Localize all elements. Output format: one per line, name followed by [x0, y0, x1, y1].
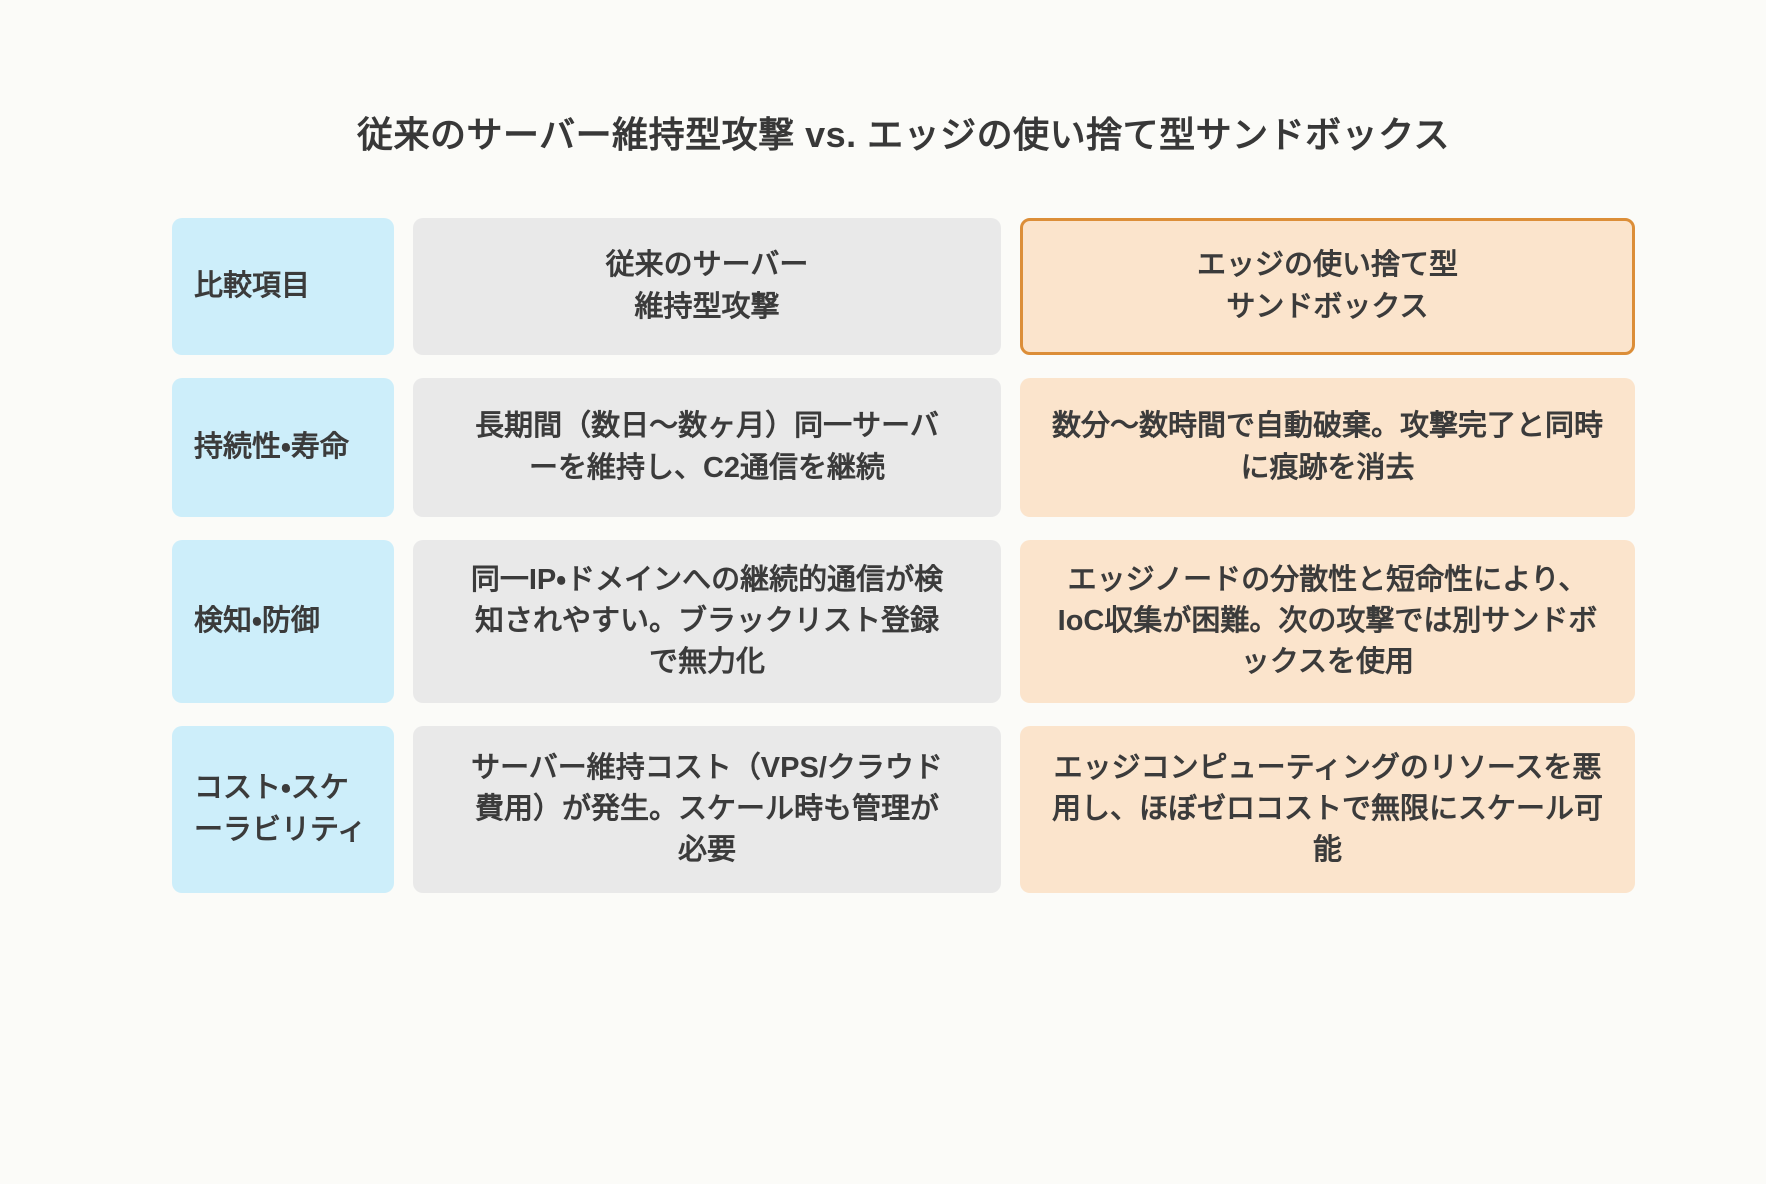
header-cell-edge-sandbox: エッジの使い捨て型 サンドボックス [1020, 218, 1635, 355]
row-label-persistence: 持続性・寿命 [172, 378, 394, 517]
header-cell-criteria: 比較項目 [172, 218, 394, 355]
cell-edge-cost-scalability: エッジコンピューティングのリソースを悪用し、ほぼゼロコストで無限にスケール可能 [1020, 726, 1635, 893]
cell-edge-persistence: 数分〜数時間で自動破棄。攻撃完了と同時に痕跡を消去 [1020, 378, 1635, 517]
cell-traditional-detection: 同一IP・ドメインへの継続的通信が検知されやすい。ブラックリスト登録で無力化 [413, 540, 1001, 703]
cell-traditional-cost-scalability: サーバー維持コスト（VPS/クラウド費用）が発生。スケール時も管理が必要 [413, 726, 1001, 893]
row-label-detection: 検知・防御 [172, 540, 394, 703]
comparison-table: 比較項目 従来のサーバー 維持型攻撃 エッジの使い捨て型 サンドボックス 持続性… [172, 218, 1635, 893]
cell-traditional-persistence: 長期間（数日〜数ヶ月）同一サーバーを維持し、C2通信を継続 [413, 378, 1001, 517]
cell-edge-detection: エッジノードの分散性と短命性により、IoC収集が困難。次の攻撃では別サンドボック… [1020, 540, 1635, 703]
page-title: 従来のサーバー維持型攻撃 vs. エッジの使い捨て型サンドボックス [356, 114, 1451, 155]
row-label-cost-scalability: コスト・スケーラビリティ [172, 726, 394, 893]
header-cell-traditional-attack: 従来のサーバー 維持型攻撃 [413, 218, 1001, 355]
